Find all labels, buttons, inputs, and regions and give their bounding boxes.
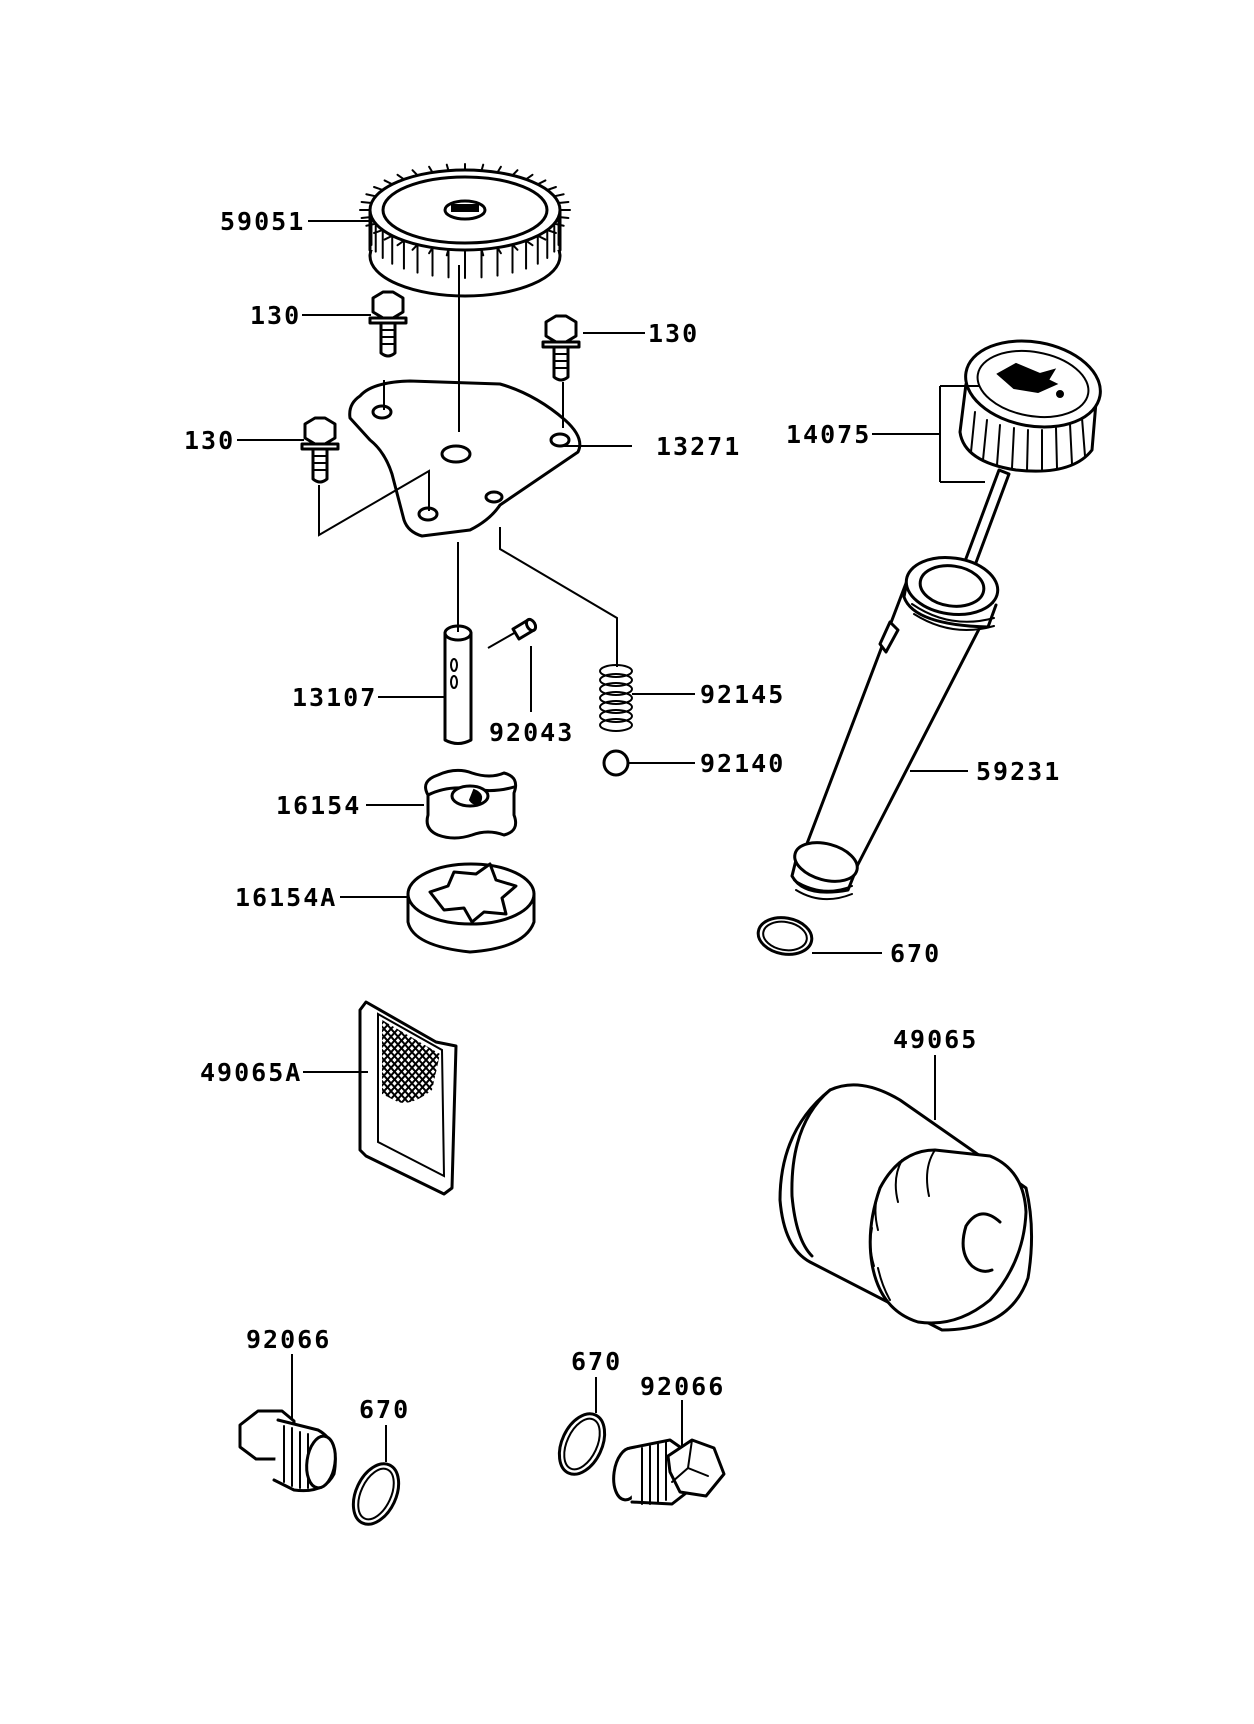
mesh-line — [479, 1010, 569, 1110]
dipstick-cap-14075 — [958, 339, 1102, 473]
callout-670-tube: 670 — [890, 939, 941, 968]
mesh-line — [472, 1010, 562, 1110]
mesh-line — [444, 1010, 534, 1110]
pump-cover-13271 — [348, 379, 582, 538]
callout-92066-right: 92066 — [640, 1372, 725, 1401]
callout-130-top-right: 130 — [648, 319, 699, 348]
ball-92140 — [602, 749, 630, 777]
callout-92140: 92140 — [700, 749, 785, 778]
callout-670-right: 670 — [571, 1347, 622, 1376]
mesh-line — [493, 1010, 583, 1110]
callout-92043: 92043 — [489, 718, 574, 747]
o-ring-670-right — [557, 1412, 607, 1476]
mesh-line — [500, 1010, 590, 1110]
inner-rotor-16154 — [424, 768, 518, 840]
drain-plug-92066-right — [612, 1438, 726, 1506]
callout-92066-left: 92066 — [246, 1325, 331, 1354]
mesh-line — [382, 1020, 440, 1103]
mesh-line — [382, 1020, 440, 1103]
mesh-line — [465, 1010, 555, 1110]
mesh-line — [451, 1010, 541, 1110]
mesh-line — [451, 1010, 541, 1110]
mesh-line — [382, 1020, 402, 1103]
mesh-line — [521, 1010, 611, 1110]
mesh-line — [486, 1010, 576, 1110]
callout-13271: 13271 — [656, 432, 741, 461]
mesh-line — [382, 1020, 416, 1103]
callout-130-top-left: 130 — [250, 301, 301, 330]
bolt-130-top-right — [541, 314, 581, 382]
callout-49065a: 49065A — [200, 1058, 302, 1087]
callout-59231: 59231 — [976, 757, 1061, 786]
callout-14075: 14075 — [786, 420, 871, 449]
mesh-line — [382, 1020, 423, 1103]
mesh-line — [472, 1010, 562, 1110]
mesh-line — [382, 1020, 402, 1103]
callout-13107: 13107 — [292, 683, 377, 712]
spring-92145 — [599, 664, 633, 732]
mesh-line — [521, 1010, 611, 1110]
mesh-line — [500, 1010, 590, 1110]
mesh-line — [479, 1010, 569, 1110]
outer-rotor-16154a — [406, 862, 536, 954]
callout-92145: 92145 — [700, 680, 785, 709]
oil-filter-49065 — [778, 1083, 1034, 1332]
mesh-line — [458, 1010, 548, 1110]
mesh-line — [444, 1010, 534, 1110]
mesh-line — [514, 1010, 604, 1110]
callout-16154: 16154 — [276, 791, 361, 820]
mesh-line — [387, 1020, 440, 1103]
mesh-line — [382, 1020, 409, 1103]
callout-49065: 49065 — [893, 1025, 978, 1054]
pin-92043 — [511, 617, 538, 641]
mesh-line — [408, 1020, 440, 1103]
mesh-line — [382, 1020, 409, 1103]
o-ring-670-left — [351, 1462, 401, 1526]
drain-plug-92066-left — [238, 1409, 337, 1493]
mesh-line — [514, 1010, 604, 1110]
mesh-line — [493, 1010, 583, 1110]
mesh-line — [465, 1010, 555, 1110]
mesh-line — [486, 1010, 576, 1110]
mesh-line — [394, 1020, 440, 1103]
shaft-13107 — [443, 624, 473, 745]
mesh-line — [528, 1010, 618, 1110]
callout-16154a: 16154A — [235, 883, 337, 912]
oil-tube-59231 — [790, 556, 1000, 901]
callout-130-left: 130 — [184, 426, 235, 455]
mesh-line — [507, 1010, 597, 1110]
o-ring-670-tube — [756, 916, 814, 956]
mesh-line — [382, 1020, 440, 1103]
mesh-line — [507, 1010, 597, 1110]
bolt-130-left — [300, 416, 340, 484]
mesh-line — [528, 1010, 618, 1110]
bolt-130-top-left — [368, 290, 408, 358]
callout-670-left: 670 — [359, 1395, 410, 1424]
gear-59051 — [359, 163, 571, 298]
leader-lines — [237, 220, 985, 1462]
callout-59051: 59051 — [220, 207, 305, 236]
mesh-line — [401, 1020, 440, 1103]
callout-labels: 59051 130 130 130 13271 14075 13107 9204… — [184, 207, 1061, 1424]
strainer-49065a — [358, 1000, 618, 1196]
mesh-line — [458, 1010, 548, 1110]
